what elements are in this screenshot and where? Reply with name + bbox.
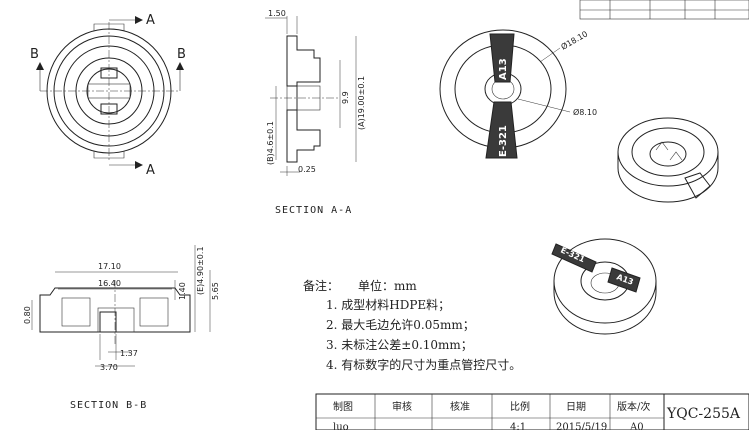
- dim-od-18-10: Ø18.10: [559, 28, 589, 51]
- tb-header-approve: 核准: [450, 400, 470, 413]
- note-item-1: 1. 成型材料HDPE料；: [326, 298, 450, 312]
- tb-header-scale: 比例: [510, 400, 530, 413]
- section-bb-view: 17.10 16.40 0.80 1.40 (E)4.90±0.1 5.65 1…: [23, 245, 220, 411]
- dim-16-40: 16.40: [98, 279, 121, 288]
- dim-id-8-10: Ø8.10: [573, 107, 597, 117]
- dim-9-9: 9.9: [341, 91, 350, 104]
- dim-17-10: 17.10: [98, 262, 121, 271]
- iso-tag-view: E-321 A13: [551, 238, 657, 335]
- cut-b-label-right: B: [177, 47, 186, 62]
- tb-header-drawn: 制图: [333, 400, 353, 413]
- note-item-4: 4. 有标数字的尺寸为重点管控尺寸。: [326, 357, 521, 372]
- title-block: 制图 审核 核准 比例 日期 版本/次 luo 4:1 2015/5/19 A0…: [315, 393, 749, 430]
- drawing-number: YQC-255A: [666, 406, 741, 422]
- corner-table: [579, 0, 749, 20]
- section-bb-title: SECTION B-B: [70, 400, 147, 411]
- tb-header-version: 版本/次: [617, 400, 650, 413]
- dim-5-65: 5.65: [211, 282, 220, 300]
- dim-a-19: (A)19.00±0.1: [357, 76, 366, 130]
- cut-a-label-bottom: A: [146, 163, 155, 178]
- iso-perspective-view: [617, 117, 719, 203]
- notes: 备注： 单位：mm 1. 成型材料HDPE料； 2. 最大毛边允许0.05mm；…: [303, 278, 521, 372]
- tb-header-check: 审核: [392, 400, 412, 413]
- dim-1-50: 1.50: [268, 9, 286, 18]
- dim-1-40: 1.40: [178, 282, 187, 300]
- tb-header-date: 日期: [566, 401, 586, 413]
- note-item-3: 3. 未标注公差±0.10mm；: [326, 337, 473, 352]
- dim-0-25: 0.25: [298, 165, 316, 174]
- notes-unit: 单位：mm: [358, 278, 417, 293]
- dim-3-70: 3.70: [100, 363, 118, 372]
- tb-value-date: 2015/5/19: [556, 422, 607, 430]
- tb-value-version: A0: [629, 422, 644, 430]
- tag-a13: A13: [498, 58, 509, 80]
- dim-1-37: 1.37: [120, 349, 138, 358]
- note-item-2: 2. 最大毛边允许0.05mm；: [326, 317, 475, 332]
- tb-value-scale: 4:1: [510, 422, 526, 430]
- cut-a-label-top: A: [146, 13, 155, 28]
- dim-0-80: 0.80: [23, 306, 32, 324]
- tag-e321: E-321: [498, 125, 509, 157]
- front-view: A A B B: [30, 13, 186, 178]
- iso-top-view: A13 E-321 Ø18.10 Ø8.10: [439, 28, 597, 159]
- section-aa-view: 1.50 9.9 (A)19.00±0.1 (B)4.6±0.1 0.25 SE…: [265, 9, 366, 216]
- cut-b-label-left: B: [30, 47, 39, 62]
- tb-value-drawn: luo: [333, 422, 349, 430]
- dim-b-4-6: (B)4.6±0.1: [266, 121, 275, 165]
- notes-header: 备注：: [303, 278, 339, 293]
- section-aa-title: SECTION A-A: [275, 205, 352, 216]
- dim-e-4-90: (E)4.90±0.1: [196, 246, 205, 295]
